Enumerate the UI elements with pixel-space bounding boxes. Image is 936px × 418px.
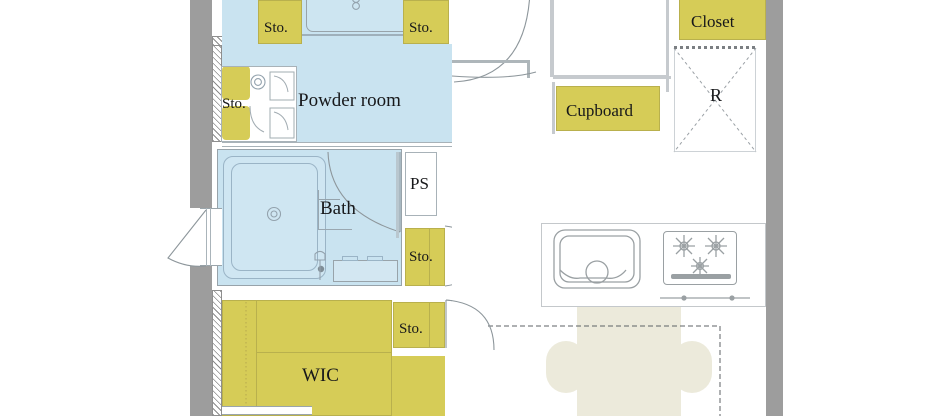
bathtub-inner — [231, 163, 318, 271]
casement-window-frame — [200, 208, 222, 266]
upper-room-sill — [553, 76, 671, 79]
sto-lower-right-block — [393, 302, 445, 348]
bath-label-leader — [318, 199, 340, 200]
structural-wall-left-lower — [190, 266, 212, 416]
powder-room-label: Powder room — [298, 90, 401, 111]
structural-wall-left — [190, 36, 212, 208]
bath-label: Bath — [320, 198, 356, 219]
closet-block — [679, 0, 766, 40]
refrigerator-top-dash — [674, 46, 756, 49]
refrigerator-label: R — [710, 85, 723, 105]
entry-door-swing — [453, 0, 530, 83]
sto-mid-right-block — [405, 228, 445, 286]
vanity-sink-faucet — [352, 0, 360, 10]
sto-top-right-outline — [403, 0, 449, 44]
wall-gap-left-of-sto-top-right — [449, 0, 453, 44]
casement-window-glass — [206, 208, 211, 266]
sto-mid-right-divider — [429, 228, 430, 286]
zone-boundary-dashed — [488, 325, 721, 416]
wic-shelf-line-vertical — [256, 300, 257, 416]
sto-top-right-label: Sto. — [409, 20, 433, 36]
closet-outline — [679, 0, 766, 40]
bath-counter-faucet-a — [342, 256, 358, 261]
casement-window-swing — [167, 209, 207, 267]
wic-block-lower-right — [392, 356, 445, 416]
sto-top-left-outline — [258, 0, 302, 44]
wic-shelf-line-horizontal — [256, 352, 392, 353]
sto-powder-left-block-b — [222, 106, 250, 140]
hatched-wall-left-lower — [212, 290, 222, 416]
dining-chair-left — [546, 341, 586, 393]
cupboard-block — [556, 86, 660, 131]
wic-label: WIC — [302, 365, 339, 386]
structural-wall-right — [766, 0, 783, 416]
vanity-counter-edge — [300, 34, 416, 36]
wic-threshold — [222, 406, 312, 415]
ps-shaft-box — [405, 152, 437, 216]
cupboard-wall-left — [552, 82, 555, 134]
cupboard-label: Cupboard — [566, 101, 634, 120]
bathtub-drain-icon — [266, 206, 282, 222]
wic-hanging-rod — [245, 302, 247, 412]
bath-label-box — [318, 190, 352, 230]
toilet-icon — [249, 105, 295, 139]
sto-top-right-block — [403, 0, 449, 44]
sto-top-left-block — [258, 0, 302, 44]
utility-alcove-frame — [221, 66, 297, 142]
upper-room-partition-vertical — [550, 0, 553, 77]
sto-mid-right-label: Sto. — [409, 249, 433, 265]
bath-door-leaf — [396, 152, 399, 238]
entry-door-leaf — [452, 60, 528, 63]
dining-table-top — [577, 307, 681, 416]
ps-label: PS — [410, 174, 429, 193]
stove-front-rail — [660, 295, 750, 301]
sto-lower-right-outline — [393, 302, 445, 348]
entry-door-sill-line — [451, 71, 537, 78]
washing-machine-icon — [250, 71, 295, 101]
sto-powder-left-label: Sto. — [222, 96, 246, 112]
kitchen-counter — [541, 223, 766, 307]
closet-label: Closet — [691, 12, 735, 31]
sto-lower-right-divider — [429, 302, 430, 348]
powder-bath-partition — [222, 142, 452, 147]
entry-door-jamb — [527, 60, 530, 78]
dining-chair-right — [672, 341, 712, 393]
shower-head-icon — [314, 250, 326, 280]
upper-room-box — [553, 0, 668, 76]
sto-powder-left-block-a — [222, 66, 250, 100]
refrigerator-space-marker — [673, 47, 757, 153]
upper-room-box-right-edge — [666, 0, 669, 92]
bath-door-swing — [327, 151, 401, 233]
sto-top-left-label: Sto. — [264, 20, 288, 36]
bathtub-overflow-icon — [317, 265, 325, 273]
bath-counter-faucet-b — [367, 256, 383, 261]
cupboard-outline — [556, 86, 660, 131]
sto-lower-right-label: Sto. — [399, 321, 423, 337]
gas-stove-body — [663, 231, 737, 285]
bath-counter — [333, 260, 398, 282]
wic-block-main — [222, 300, 392, 416]
structural-wall-left-upper — [190, 0, 212, 36]
gas-stove-burners-icon — [671, 235, 731, 279]
kitchen-sink-icon — [553, 229, 641, 289]
sto-mid-right-outline — [405, 228, 445, 286]
vanity-sink-basin — [306, 0, 410, 32]
wic-door-swing — [445, 299, 495, 351]
